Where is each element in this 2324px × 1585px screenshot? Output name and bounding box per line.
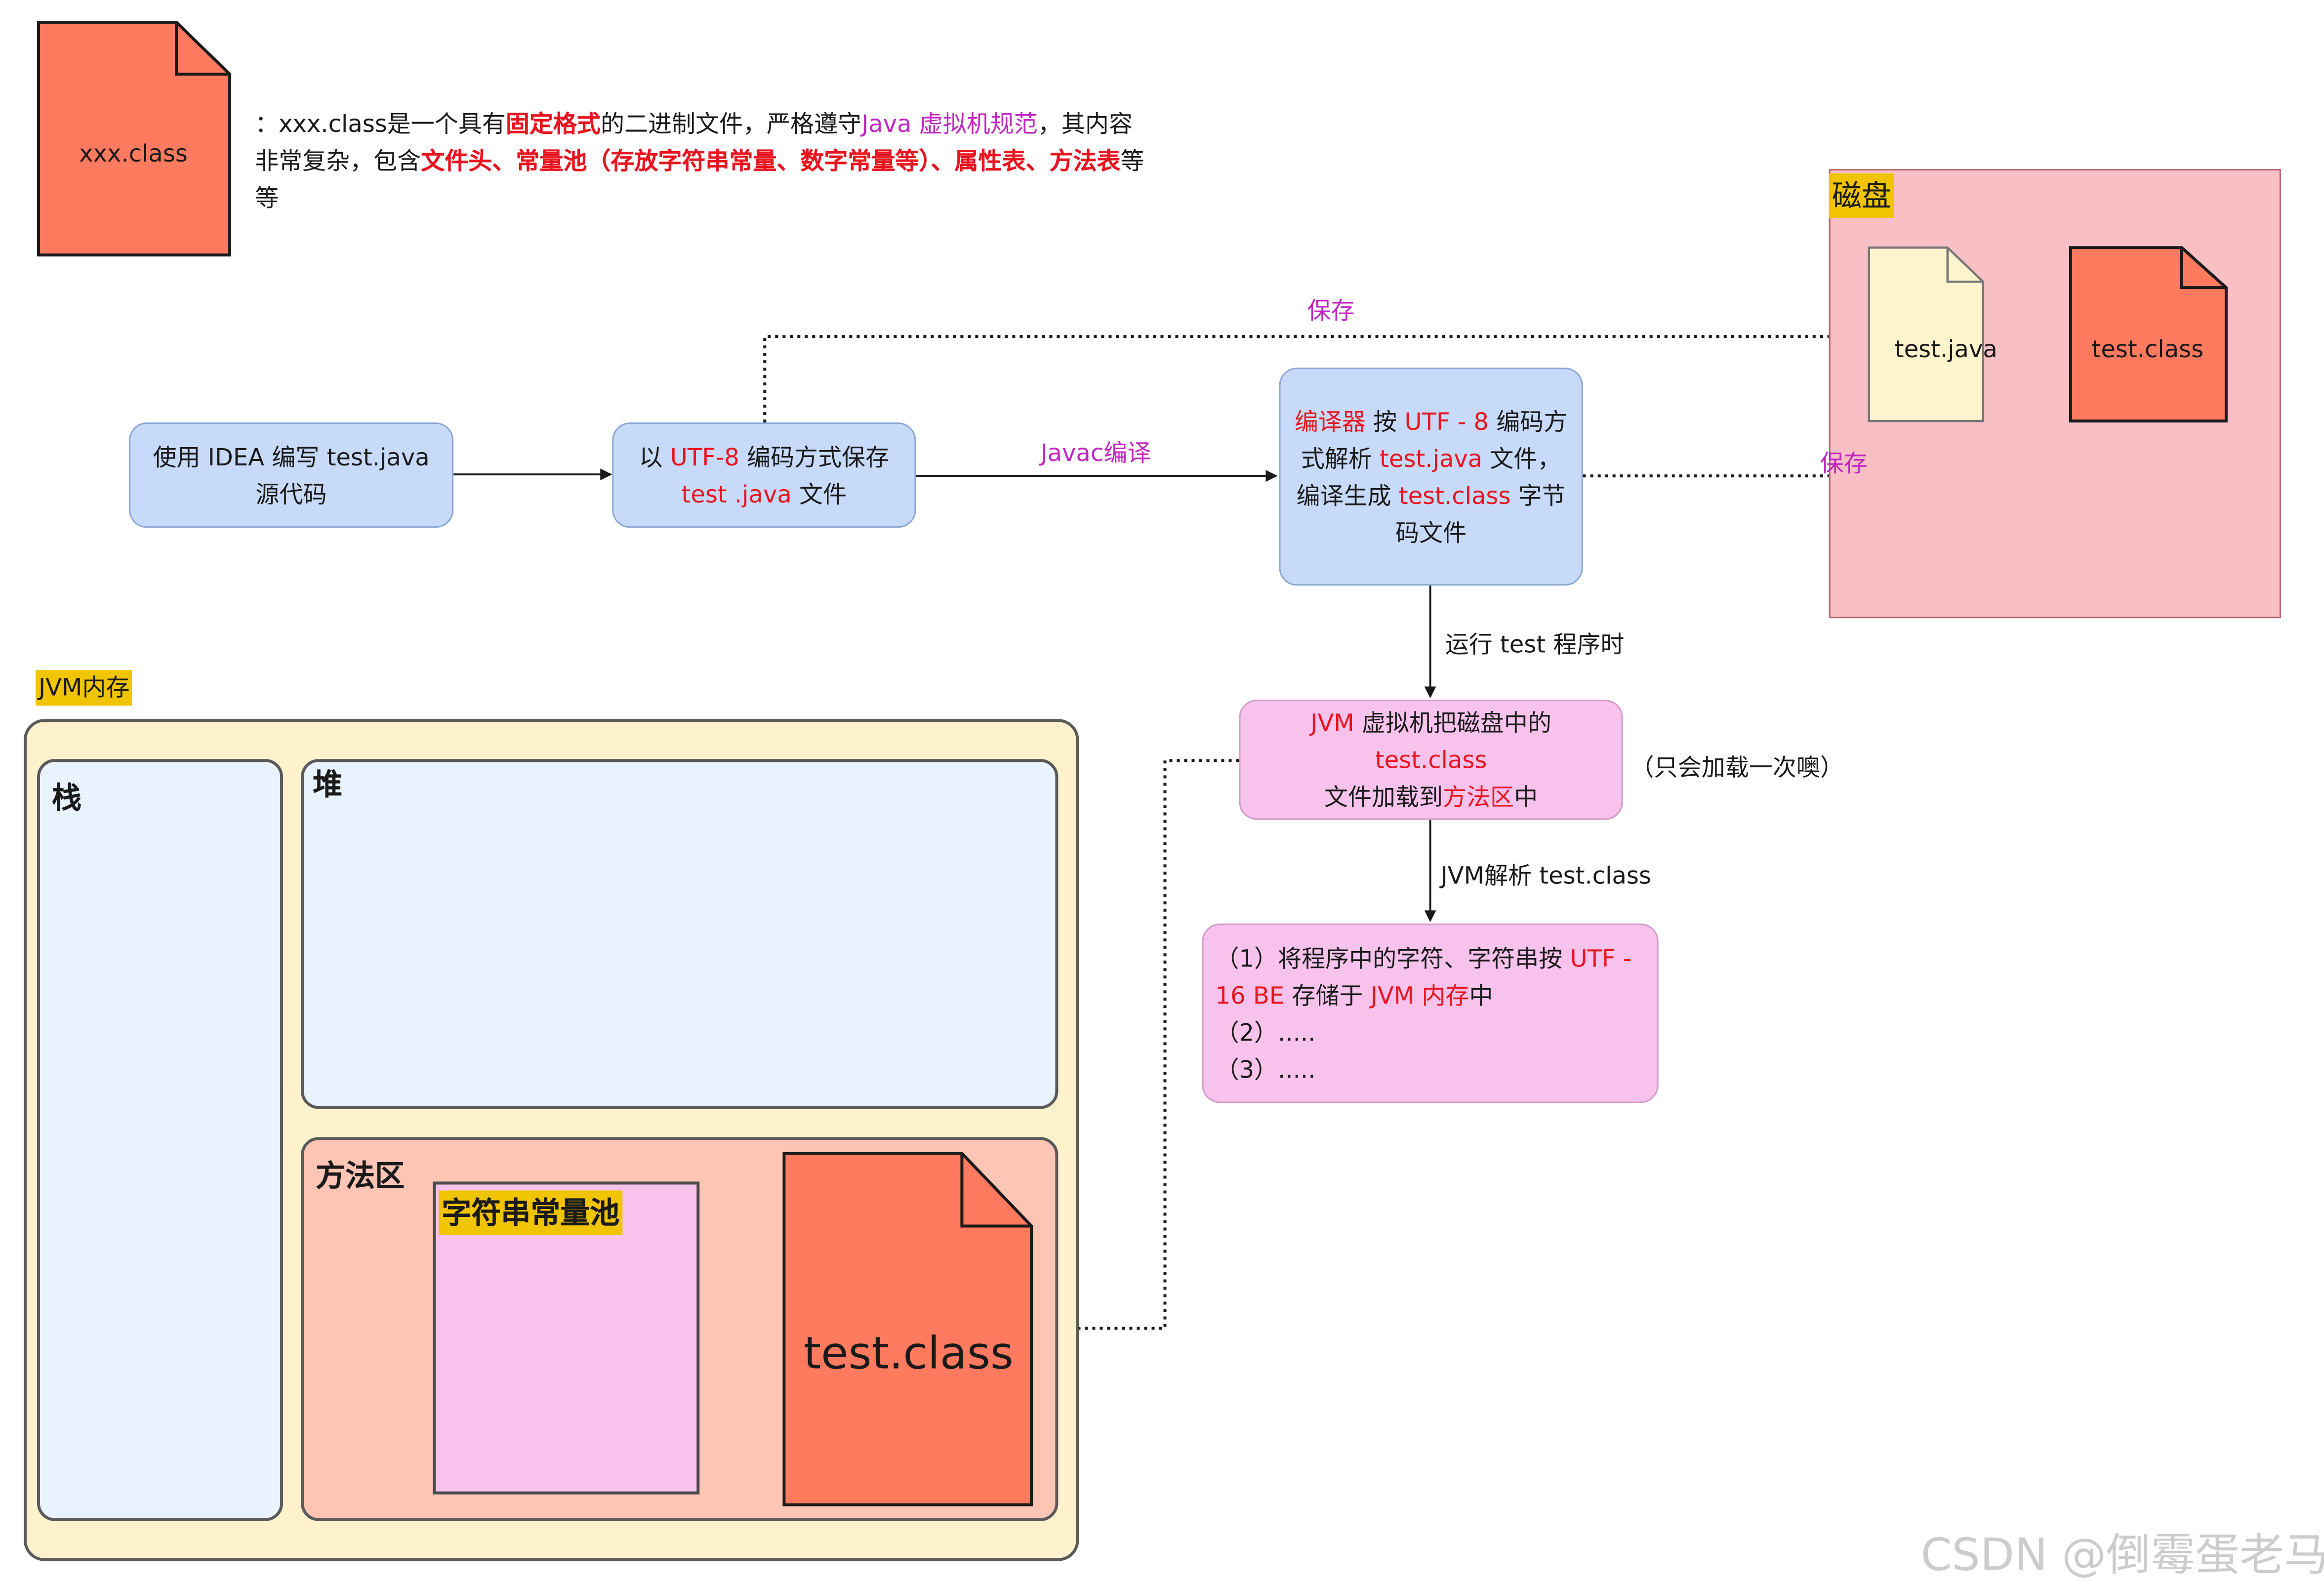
node-parse-line1b: UTF - 16 BE: [1215, 943, 1632, 1009]
node-jvm-parse: （1）将程序中的字符、字符串按 UTF - 16 BE 存储于 JVM 内存中 …: [1202, 923, 1659, 1103]
node-save-utf8-text: 以 UTF-8 编码方式保存 test .java 文件: [639, 438, 889, 512]
edge-label-javac: Javac编译: [1040, 439, 1151, 467]
node-jvm-load-t1: 虚拟机把磁盘中的: [1354, 709, 1551, 737]
node-save-prefix: 以: [639, 442, 670, 471]
edge-label-run: 运行 test 程序时: [1445, 630, 1625, 659]
node-idea-write: 使用 IDEA 编写 test.java 源代码: [129, 422, 454, 528]
node-parse-line2: （2）.....: [1215, 1017, 1316, 1046]
node-compiler-t4: 字节码文件: [1395, 481, 1566, 546]
legend-desc-suffix: 等等: [255, 147, 1144, 212]
node-compiler-text: 编译器 按 UTF - 8 编码方式解析 test.java 文件，编译生成 t…: [1293, 403, 1570, 551]
watermark: CSDN @倒霉蛋老马: [1920, 1530, 2324, 1582]
node-compiler-c1: 编译器: [1294, 407, 1366, 435]
legend-desc-parts: 文件头、常量池（存放字符串常量、数字常量等）、属性表、方法表: [421, 147, 1121, 175]
once-note: （只会加载一次噢）: [1630, 753, 1844, 782]
edge-label-jvm-parse: JVM解析 test.class: [1440, 861, 1651, 890]
node-parse-line1e: 中: [1469, 980, 1493, 1009]
node-save-encoding: UTF-8: [670, 442, 739, 471]
jvm-heap-title: 堆: [313, 766, 343, 802]
legend-desc-mid1: 的二进制文件，严格遵守: [600, 110, 862, 138]
disk-title: 磁盘: [1829, 173, 1894, 218]
edge-label-save-right: 保存: [1820, 449, 1868, 478]
edge-load-to-method-area: [1033, 759, 1239, 1335]
node-idea-write-text: 使用 IDEA 编写 test.java 源代码: [153, 442, 430, 508]
node-jvm-load-t3: 中: [1514, 783, 1538, 811]
legend-class-file-icon: [37, 21, 232, 257]
node-parse-line1a: （1）将程序中的字符、字符串按: [1215, 943, 1570, 972]
method-area-class-file-label: test.class: [803, 1328, 1014, 1380]
string-pool-title: 字符串常量池: [439, 1190, 623, 1235]
edge-label-save-top: 保存: [1307, 296, 1355, 325]
jvm-stack-title: 栈: [52, 780, 82, 816]
node-parse-line1c: 存储于: [1284, 980, 1371, 1009]
node-jvm-parse-text: （1）将程序中的字符、字符串按 UTF - 16 BE 存储于 JVM 内存中 …: [1215, 939, 1645, 1087]
node-jvm-load-c3: 方法区: [1443, 783, 1514, 811]
node-compiler-t2: 编码方式解析: [1301, 407, 1568, 472]
disk-class-file-icon: [2069, 246, 2228, 423]
legend-fixed-format: 固定格式: [505, 110, 601, 138]
node-jvm-load-c2: test.class: [1375, 746, 1487, 774]
jvm-heap-panel: [301, 759, 1059, 1109]
node-jvm-load-t2: 文件加载到: [1324, 783, 1443, 811]
node-jvm-load-c1: JVM: [1310, 709, 1354, 737]
node-parse-line1d: JVM 内存: [1370, 980, 1469, 1009]
legend-file-label: xxx.class: [79, 139, 188, 168]
node-save-mid: 编码方式保存: [739, 442, 890, 471]
node-jvm-load: JVM 虚拟机把磁盘中的 test.class 文件加载到方法区中: [1239, 700, 1623, 820]
node-compiler-t1: 按: [1365, 407, 1405, 435]
method-area-class-file-icon: [782, 1152, 1033, 1506]
method-area-title: 方法区: [316, 1158, 405, 1194]
legend-java-spec: Java 虚拟机规范: [861, 110, 1038, 138]
node-compiler: 编译器 按 UTF - 8 编码方式解析 test.java 文件，编译生成 t…: [1279, 368, 1583, 586]
node-compiler-c3: test.java: [1380, 444, 1483, 472]
legend-description: ：xxx.class是一个具有固定格式的二进制文件，严格遵守Java 虚拟机规范…: [255, 105, 1151, 216]
node-save-utf8: 以 UTF-8 编码方式保存 test .java 文件: [612, 422, 916, 528]
legend-desc-prefix: ：xxx.class是一个具有: [255, 110, 506, 138]
disk-java-file-label: test.java: [1894, 335, 1998, 364]
node-save-suffix: 文件: [791, 479, 847, 508]
node-compiler-t3: 文件，编译生成: [1296, 444, 1561, 509]
node-parse-line3: （3）.....: [1215, 1054, 1316, 1083]
node-jvm-load-text: JVM 虚拟机把磁盘中的 test.class 文件加载到方法区中: [1253, 704, 1610, 815]
disk-class-file-label: test.class: [2091, 335, 2204, 364]
jvm-memory-title: JVM内存: [36, 670, 133, 706]
jvm-stack-panel: [37, 759, 284, 1521]
disk-java-file-icon: [1868, 246, 1985, 422]
legend-desc-mid2: ，其内容非常复杂，包含: [255, 110, 1133, 175]
node-compiler-c4: test.class: [1398, 481, 1511, 509]
node-compiler-c2: UTF - 8: [1404, 407, 1489, 435]
node-save-file: test .java: [681, 479, 792, 508]
